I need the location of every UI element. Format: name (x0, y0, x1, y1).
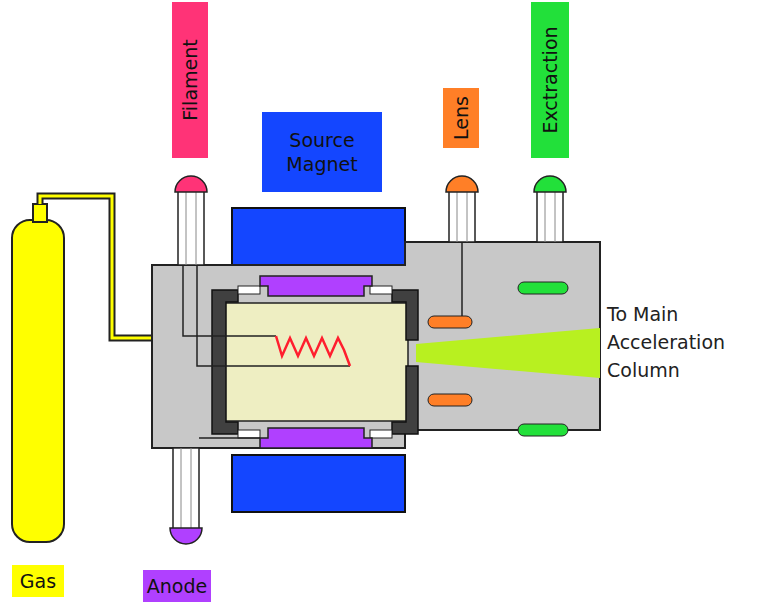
part-name: Gas (12, 567, 64, 595)
feedthrough (449, 190, 475, 242)
magnet-block (232, 208, 405, 265)
magnet-block (232, 455, 405, 512)
feedthrough (537, 190, 563, 242)
insulator (370, 430, 392, 438)
part-name: Source Magnet (262, 126, 382, 178)
ion-beam (416, 328, 600, 378)
anode-lead (199, 437, 260, 439)
beam-destination-label: To Main Acceleration Column (607, 300, 777, 384)
feedthrough (173, 448, 199, 530)
cylinder-neck (33, 204, 47, 222)
lens-electrode (428, 316, 472, 328)
anode-cylinder (260, 428, 372, 448)
lens-electrode (428, 394, 472, 406)
feedthrough (178, 190, 204, 265)
anode-cylinder (260, 276, 372, 296)
housing (152, 242, 600, 448)
extraction-electrode (518, 424, 568, 436)
terminal-knob (175, 176, 207, 192)
extraction-label: Exctraction (531, 2, 569, 158)
gas-cylinder (12, 220, 64, 542)
part-name: Lens (449, 96, 473, 140)
filament-label: Filament (172, 2, 208, 158)
insulator (370, 286, 392, 294)
terminal-knob (534, 176, 566, 192)
anode-label: Anode (143, 570, 211, 602)
extraction-electrode (518, 282, 568, 294)
end-plate (392, 366, 418, 434)
part-name: Filament (178, 39, 202, 120)
end-plate (212, 290, 238, 434)
terminal-knob (170, 528, 202, 544)
part-name: Exctraction (538, 26, 562, 133)
insulator (238, 286, 260, 294)
gas-label: Gas (12, 565, 64, 597)
terminal-knob (446, 176, 478, 192)
part-name: Anode (143, 572, 211, 600)
lens-label: Lens (443, 88, 479, 148)
magnet-label: Source Magnet (262, 112, 382, 192)
insulator (238, 430, 260, 438)
lens-lead (461, 242, 463, 316)
filament-coil (276, 336, 350, 366)
filament-wire (197, 198, 350, 366)
plasma-chamber (222, 303, 408, 421)
end-plate (392, 290, 418, 340)
